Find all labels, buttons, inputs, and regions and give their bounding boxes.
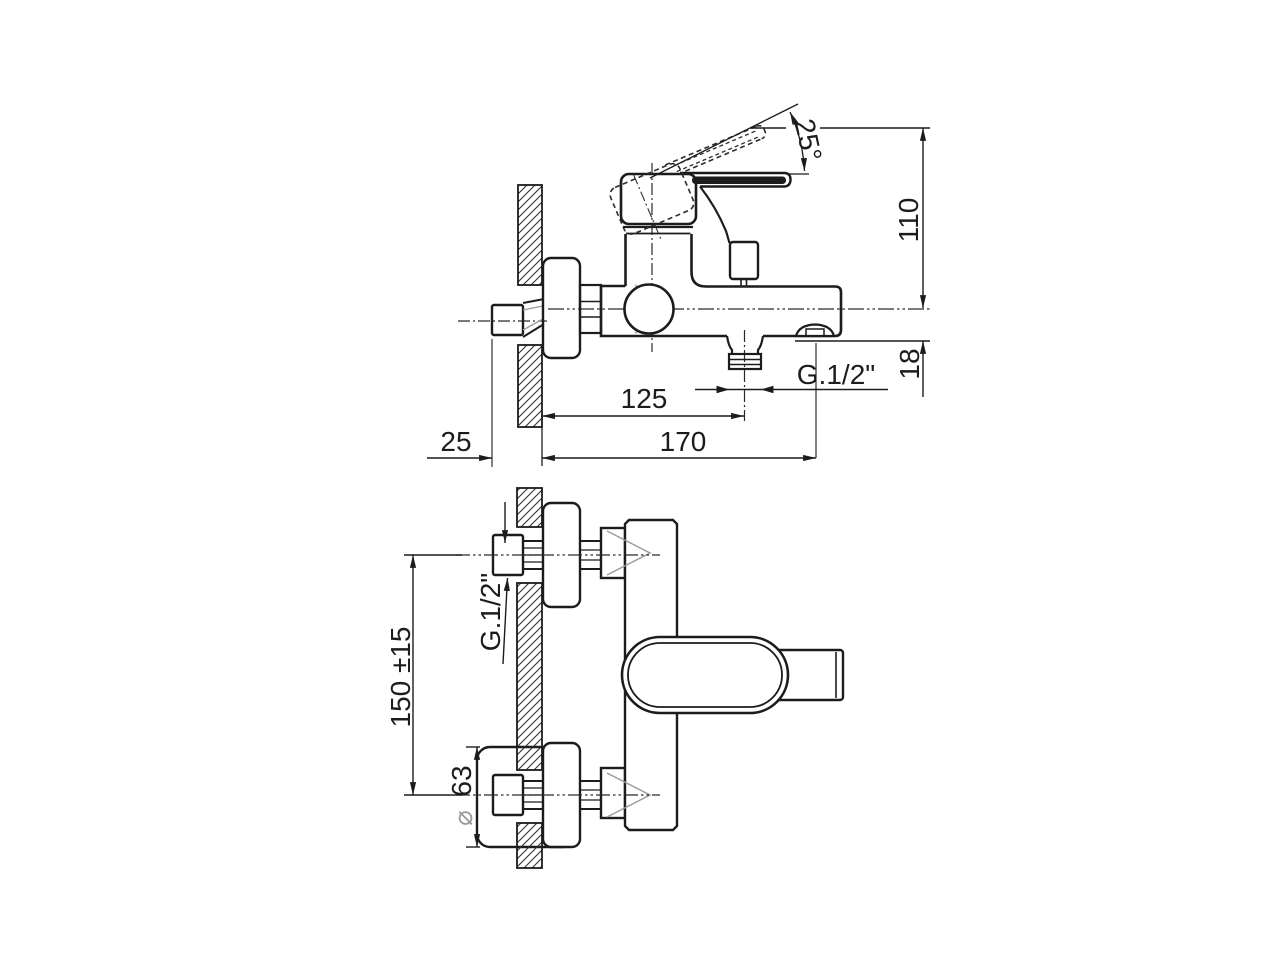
cartridge-circle: [623, 283, 675, 335]
side-view: 25° 110 18 G.1/2" 125: [427, 103, 930, 467]
front-view: 150 ±15 G.1/2" 63 ⌀: [385, 487, 845, 869]
dim-spout-depth-18: 18: [795, 340, 930, 397]
diverter-knob: [728, 240, 760, 287]
spout-aerator: [794, 323, 836, 338]
thread-label-side: G.1/2": [797, 359, 875, 390]
dim-centres-label: 150 ±15: [385, 626, 416, 727]
dim-thread-side: G.1/2": [695, 359, 888, 394]
dim-wall-clearance-25: 25: [427, 339, 493, 467]
dim-height-110: 110: [750, 127, 930, 309]
chamfer-cone-top: [606, 530, 652, 576]
dim-outlet-offset-label: 125: [621, 383, 668, 414]
inlet-union-side: [490, 298, 545, 338]
handle-oval-front: [620, 635, 790, 715]
shower-hose-outlet: [725, 335, 765, 371]
thread-label-front: G.1/2": [475, 573, 506, 651]
dim-wall-clearance-label: 25: [440, 426, 471, 457]
diameter-symbol: ⌀: [449, 810, 479, 826]
chamfer-cone-bottom: [606, 772, 652, 818]
dim-projection-170: 170: [541, 343, 817, 462]
dim-escutcheon-63: 63 ⌀: [446, 746, 481, 848]
dim-escutcheon-value: 63: [446, 765, 477, 796]
dim-centres-150: 150 ±15: [385, 554, 462, 796]
wall-section-front: [516, 487, 543, 869]
dim-projection-label: 170: [660, 426, 707, 457]
dim-outlet-offset-125: 125: [541, 383, 745, 420]
dim-height-label: 110: [893, 198, 924, 243]
thread-stub-side: [578, 283, 603, 335]
dim-thread-front: G.1/2": [475, 502, 510, 665]
dim-spout-depth-label: 18: [894, 348, 925, 379]
